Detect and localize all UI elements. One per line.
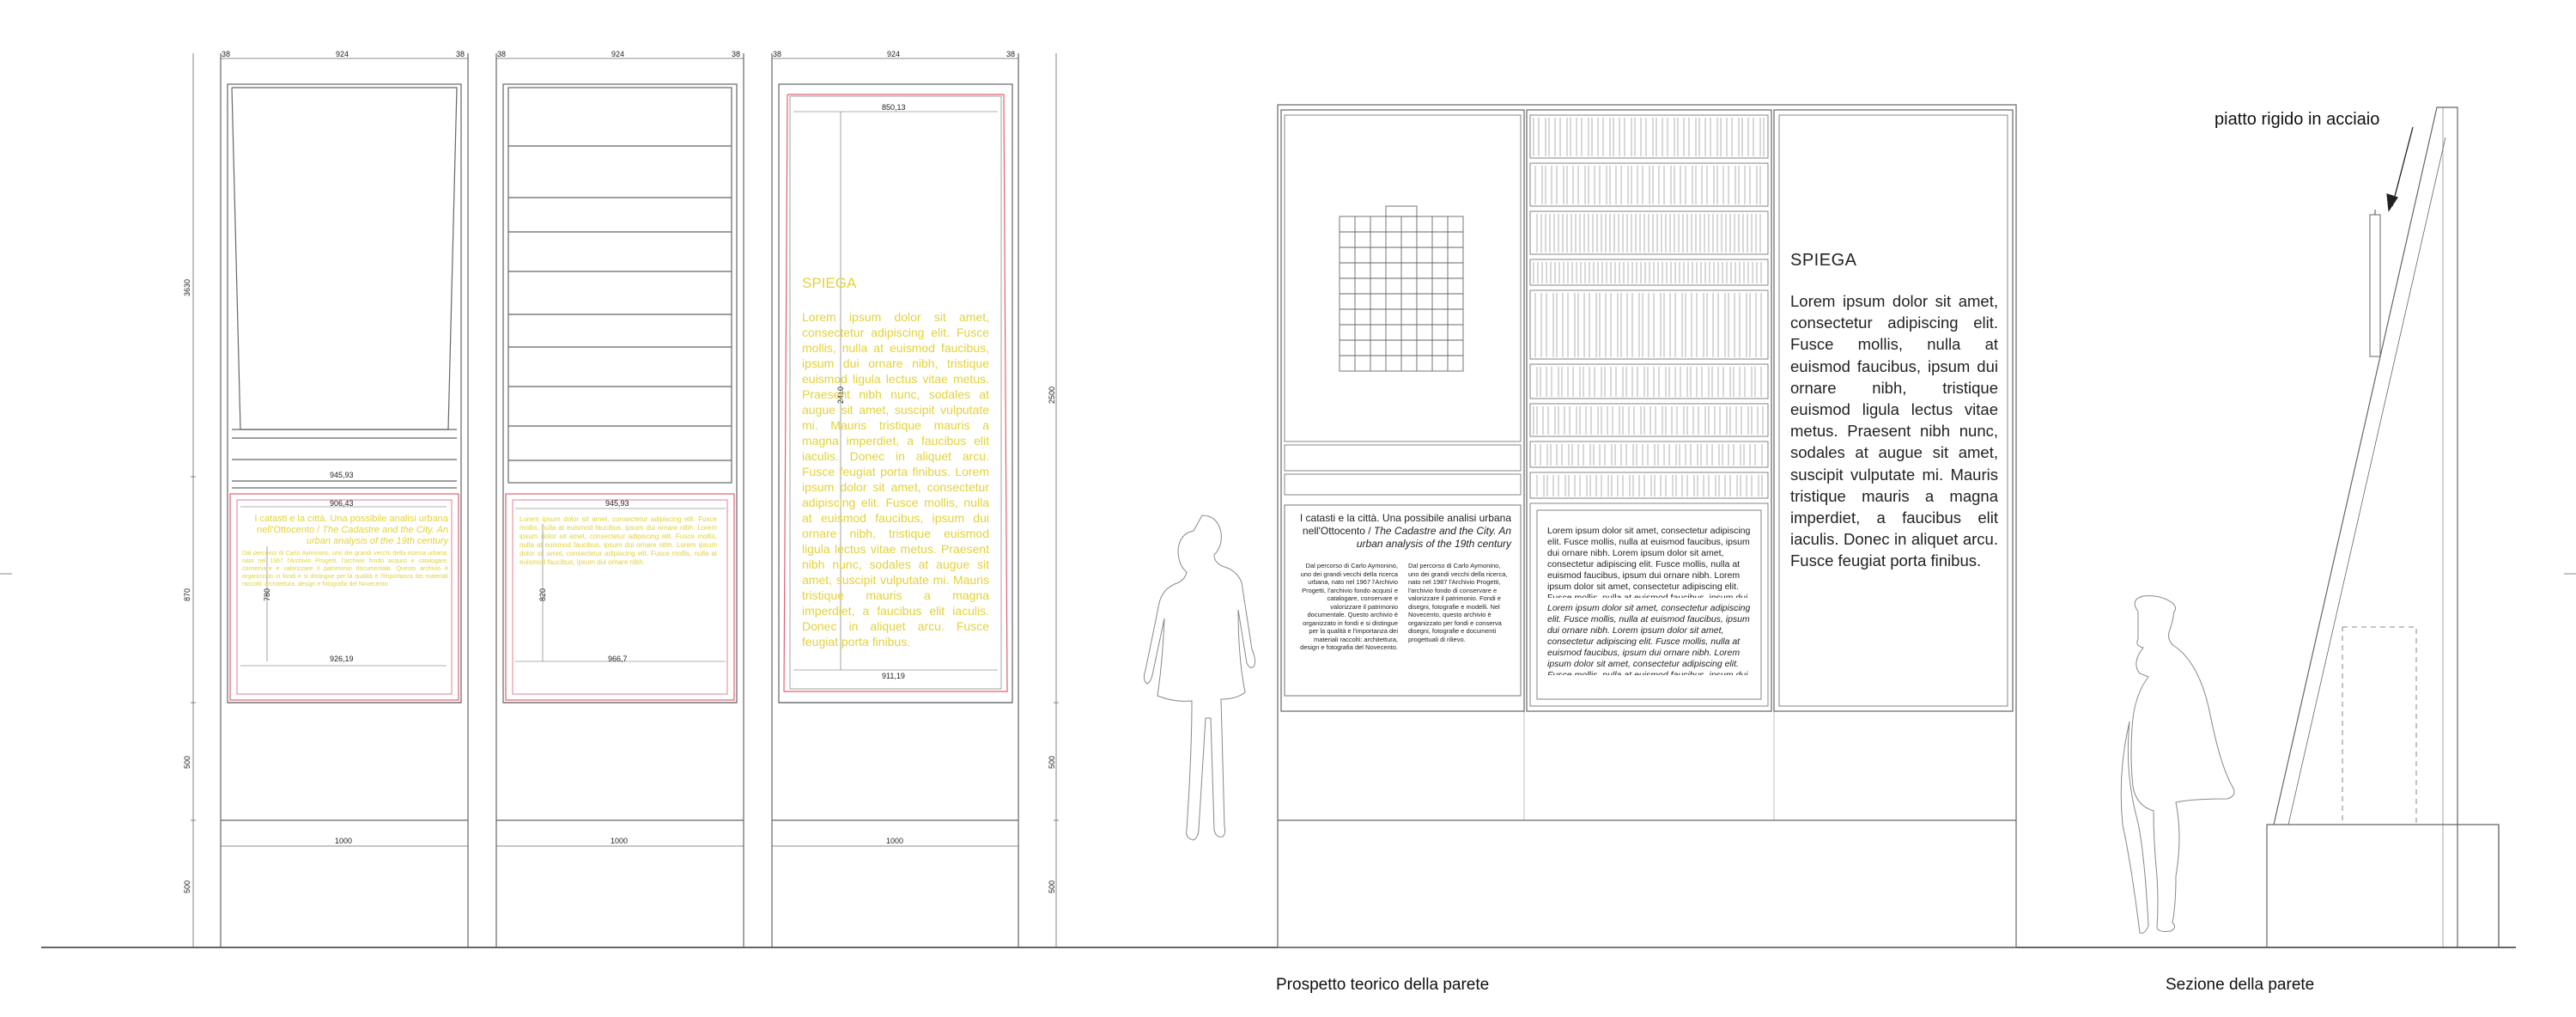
archive-grid-drawing <box>1339 205 1464 372</box>
dim-850-13: 850,13 <box>882 103 906 112</box>
dim-38-1: 38 <box>222 50 231 58</box>
dim-38-4: 38 <box>732 50 741 58</box>
center-shelves <box>1529 114 1769 707</box>
dim-1000-2: 1000 <box>611 837 629 845</box>
person-silhouette-seated <box>2120 595 2235 934</box>
shelf-books <box>1533 118 1765 496</box>
dim-38-5: 38 <box>773 50 782 58</box>
yellow-module2-text: Lorem ipsum dolor sit amet, consectetur … <box>519 515 717 566</box>
dim-500-4: 500 <box>1048 880 1056 893</box>
dim-38-2: 38 <box>456 50 465 58</box>
section-caption: Sezione della parete <box>2166 976 2315 994</box>
dim-38-3: 38 <box>497 50 507 58</box>
dim-870: 870 <box>183 588 191 601</box>
dim-1000-1: 1000 <box>335 837 353 845</box>
wall-text-mid-normal: Lorem ipsum dolor sit amet, consectetur … <box>1547 526 1751 598</box>
dim-911-19: 911,19 <box>882 672 905 680</box>
wall-text-mid-italic: Lorem ipsum dolor sit amet, consectetur … <box>1547 603 1751 675</box>
yellow-panel-title: SPIEGA <box>802 275 857 291</box>
wall-text-heading: I catasti e la città. Una possibile anal… <box>1299 512 1511 550</box>
person-silhouette-standing <box>1143 515 1256 841</box>
dim-924-3: 924 <box>887 50 901 58</box>
steel-plate-annotation: piatto rigido in acciaio <box>2215 110 2380 129</box>
wall-elevation <box>1277 104 2017 948</box>
elevation-caption: Prospetto teorico della parete <box>1276 976 1490 994</box>
panel-body: Lorem ipsum dolor sit amet, consectetur … <box>1790 292 1998 570</box>
wall-text-col2: Dal percorso di Carlo Aymonino, uno dei … <box>1408 562 1508 643</box>
dim-500-1: 500 <box>183 755 191 769</box>
dim-38-6: 38 <box>1006 50 1016 58</box>
dim-966-7: 966,7 <box>608 655 628 663</box>
dim-945-93-2: 945,93 <box>605 499 629 508</box>
dim-1000-3: 1000 <box>886 837 904 845</box>
dim-500-2: 500 <box>183 880 191 893</box>
module-elevation-1 <box>220 53 469 947</box>
dim-924-1: 924 <box>336 50 349 58</box>
module-elevation-2 <box>495 53 744 947</box>
module-elevation-3 <box>771 53 1019 947</box>
panel-title: SPIEGA <box>1790 251 1857 270</box>
wall-section <box>2266 107 2500 947</box>
dim-3630: 3630 <box>183 278 191 296</box>
yellow-module1-text: Dal percorso di Carlo Aymonino, uno dei … <box>242 551 448 588</box>
dim-2500: 2500 <box>1048 386 1056 404</box>
dim-500-3: 500 <box>1048 755 1056 769</box>
dim-945-93-1: 945,93 <box>330 471 354 479</box>
dim-924-2: 924 <box>611 50 625 58</box>
yellow-panel-body: Lorem ipsum dolor sit amet, consectetur … <box>802 310 989 649</box>
dim-926-19: 926,19 <box>330 655 354 663</box>
wall-text-col1: Dal percorso di Carlo Aymonino, uno dei … <box>1300 562 1398 651</box>
dim-906-43: 906,43 <box>330 499 354 508</box>
yellow-module1-heading: I catasti e la città. Una possibile anal… <box>254 514 448 546</box>
